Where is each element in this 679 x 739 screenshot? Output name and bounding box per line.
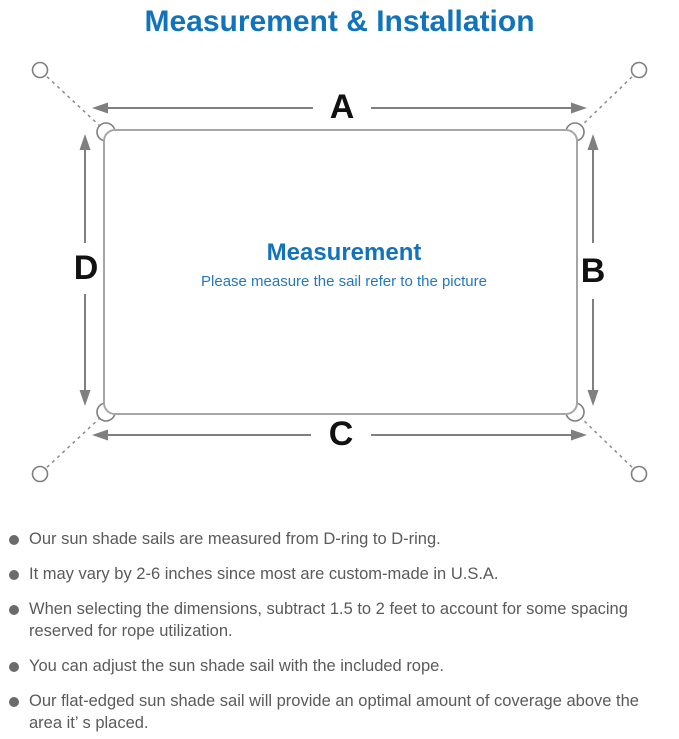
rope-line-top-left (41, 71, 103, 129)
note-text: Our flat-edged sun shade sail will provi… (29, 691, 639, 732)
sail-outline (103, 129, 578, 415)
arrow-up-icon (587, 134, 599, 150)
rope-line-top-right (578, 71, 638, 129)
arrow-left-icon (92, 102, 108, 114)
arrow-down-icon (587, 390, 599, 406)
sail-caption-title: Measurement (266, 239, 422, 266)
anchor-ring-icon-top-right (630, 61, 648, 79)
list-item: You can adjust the sun shade sail with t… (9, 656, 675, 678)
page-title: Measurement & Installation (144, 5, 535, 38)
arrow-down-icon (79, 390, 91, 406)
anchor-ring-icon-bottom-right (630, 465, 648, 483)
list-item: Our sun shade sails are measured from D-… (9, 529, 675, 551)
bullet-icon (9, 696, 19, 707)
anchor-ring-icons (31, 61, 648, 483)
sail-caption-subtitle: Please measure the sail refer to the pic… (201, 273, 487, 290)
dimension-label-a: A (329, 88, 355, 126)
sail-caption: Measurement Please measure the sail refe… (201, 239, 487, 290)
list-item: Our flat-edged sun shade sail will provi… (9, 691, 675, 735)
bullet-icon (9, 661, 19, 672)
arrow-left-icon (92, 429, 108, 441)
rope-line-bottom-right (578, 415, 638, 473)
dimension-label-b: B (580, 252, 606, 290)
dimension-label-c: C (328, 415, 354, 453)
bullet-icon (9, 569, 19, 580)
measurement-diagram: A B C D Measurement Please measure the s… (0, 51, 679, 511)
rope-line-bottom-left (41, 415, 103, 473)
note-text: When selecting the dimensions, subtract … (29, 599, 628, 640)
bullet-icon (9, 535, 19, 545)
sail-diagram-graphic (31, 61, 648, 483)
dimension-label-d: D (73, 249, 99, 287)
note-text: It may vary by 2-6 inches since most are… (29, 564, 499, 583)
dimension-arrows (79, 102, 599, 441)
note-text: Our sun shade sails are measured from D-… (29, 530, 441, 548)
arrow-right-icon (571, 102, 587, 114)
list-item: It may vary by 2-6 inches since most are… (9, 564, 675, 586)
arrow-up-icon (79, 134, 91, 150)
bullet-icon (9, 604, 19, 615)
anchor-ring-icon-bottom-left (31, 465, 49, 483)
anchor-ring-icon-top-left (31, 61, 49, 79)
list-item: When selecting the dimensions, subtract … (9, 599, 675, 643)
notes-list: Our sun shade sails are measured from D-… (0, 529, 679, 735)
note-text: You can adjust the sun shade sail with t… (29, 656, 444, 675)
arrow-right-icon (571, 429, 587, 441)
